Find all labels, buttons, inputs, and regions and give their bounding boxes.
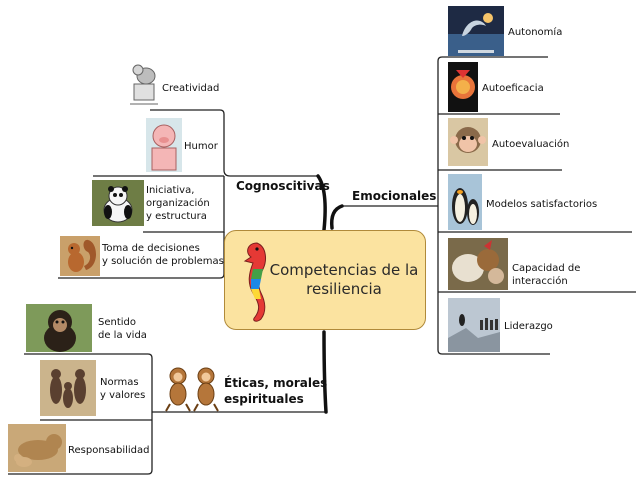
central-node[interactable]: Competencias de la resiliencia [224,230,426,330]
label-toma-decisiones[interactable]: Toma de decisiones y solución de problem… [102,242,224,268]
central-title-line-1: Competencias de la [269,261,419,279]
responsabilidad-thumb [8,424,66,472]
seahorse-icon [243,242,266,322]
label-interaccion[interactable]: Capacidad de interacción [512,263,581,287]
label-toma-decisiones-line-1: Toma de decisiones [102,243,200,254]
label-humor[interactable]: Humor [184,141,218,152]
animals-icon [448,238,508,290]
branch-title-emocionales[interactable]: Emocionales [352,189,437,203]
label-creatividad[interactable]: Creatividad [162,83,220,94]
liderazgo-thumb [448,298,500,352]
panda-icon [92,180,144,226]
creatividad-thumb [128,62,160,106]
label-normas-line-1: Normas [100,377,139,388]
label-liderazgo[interactable]: Liderazgo [504,321,553,332]
label-iniciativa[interactable]: Iniciativa, organización y estructura [146,184,210,223]
label-sentido[interactable]: Sentido de la vida [98,316,147,342]
autonomia-thumb [448,6,504,56]
pig-icon [146,118,182,172]
interaccion-thumb [448,238,508,290]
label-autonomia[interactable]: Autonomía [508,27,563,38]
autoeficacia-thumb [448,62,478,112]
penguin-leader-icon [448,298,500,352]
label-responsabilidad[interactable]: Responsabilidad [68,445,150,456]
label-autoeficacia[interactable]: Autoeficacia [482,83,544,94]
dolphin-icon [448,6,504,56]
meerkats-icon [40,360,96,416]
branch-title-eticas-line-1: Éticas, morales [224,376,328,390]
branch-title-cognoscitivas[interactable]: Cognoscitivas [236,179,330,193]
lions-icon [8,424,66,472]
branch-title-eticas[interactable]: Éticas, morales espirituales [224,375,327,407]
chimpanzee-icon [26,304,92,352]
modelos-thumb [448,174,482,230]
monkeys-icon [165,367,219,412]
label-iniciativa-line-2: organización [146,198,210,209]
label-normas-line-2: y valores [100,390,146,401]
toma-decisiones-thumb [60,236,100,276]
label-sentido-line-2: de la vida [98,330,147,341]
iniciativa-thumb [92,180,144,226]
central-title-line-2: resiliencia [306,280,382,298]
mouse-icon [130,64,158,105]
label-iniciativa-line-3: y estructura [146,211,207,222]
sentido-thumb [26,304,92,352]
label-toma-decisiones-line-2: y solución de problemas [102,256,224,267]
label-autoevaluacion[interactable]: Autoevaluación [492,139,570,150]
label-iniciativa-line-1: Iniciativa, [146,185,195,196]
label-sentido-line-1: Sentido [98,317,137,328]
emblem-icon [448,62,478,112]
label-normas[interactable]: Normas y valores [100,376,145,402]
label-modelos[interactable]: Modelos satisfactorios [486,199,598,210]
autoevaluacion-thumb [448,118,488,166]
squirrel-icon [60,236,100,276]
central-title: Competencias de la resiliencia [269,261,419,299]
normas-thumb [40,360,96,416]
branch-title-eticas-line-2: espirituales [224,392,304,406]
baby-monkey-icon [448,118,488,166]
penguins-icon [448,174,482,230]
humor-thumb [146,118,182,172]
